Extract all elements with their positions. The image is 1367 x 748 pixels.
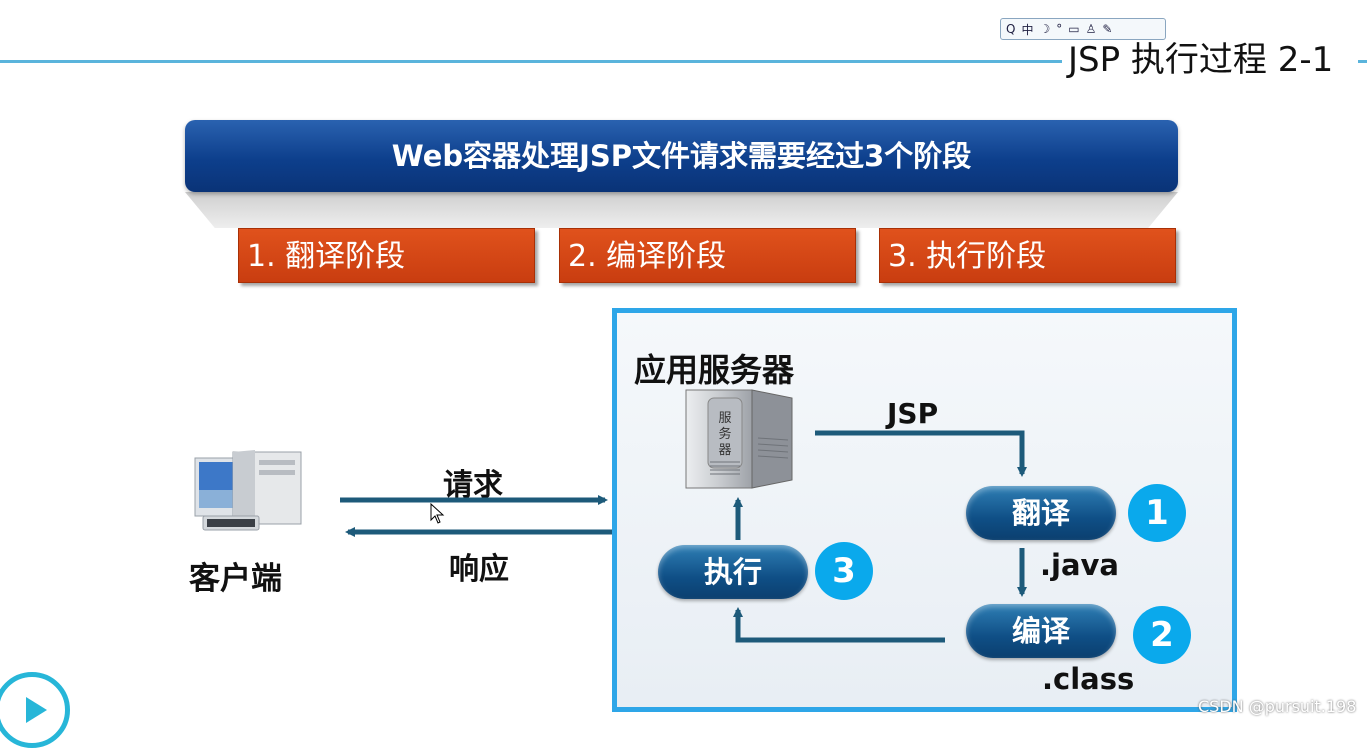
toolbar-item[interactable]: 中 bbox=[1021, 22, 1034, 37]
play-icon bbox=[26, 697, 47, 723]
phase-translate: 1. 翻译阶段 bbox=[238, 228, 535, 283]
client-label: 客户端 bbox=[189, 561, 282, 597]
toolbar-item[interactable]: ° bbox=[1056, 22, 1063, 36]
computer-icon bbox=[194, 450, 302, 531]
flow-arrows bbox=[340, 430, 1027, 643]
title-rule-end bbox=[1358, 60, 1367, 63]
ime-toolbar[interactable]: Q 中 ☽ ° ▭ ♙ ✎ bbox=[1000, 18, 1166, 40]
toolbar-item[interactable]: Q bbox=[1006, 22, 1016, 36]
server-icon: 服 务 器 bbox=[685, 389, 793, 489]
request-label: 请求 bbox=[443, 468, 503, 503]
class-label: .class bbox=[1042, 662, 1135, 696]
step-translate-pill: 翻译 bbox=[966, 486, 1116, 540]
class-arrow bbox=[733, 607, 945, 643]
step-1-badge: 1 bbox=[1128, 484, 1186, 542]
phase-compile: 2. 编译阶段 bbox=[559, 228, 856, 283]
step-execute-pill: 执行 bbox=[658, 545, 808, 599]
jsp-label: JSP bbox=[887, 397, 939, 430]
title-rule bbox=[0, 60, 1062, 63]
server-icon-char: 务 bbox=[718, 426, 731, 442]
toolbar-item[interactable]: ♙ bbox=[1085, 22, 1097, 36]
step-compile-pill: 编译 bbox=[966, 604, 1116, 658]
step-3-badge: 3 bbox=[815, 542, 873, 600]
server-icon-char: 服 bbox=[718, 411, 731, 426]
toolbar-item[interactable]: ☽ bbox=[1039, 22, 1051, 36]
toolbar-item[interactable]: ✎ bbox=[1102, 22, 1113, 36]
response-label: 响应 bbox=[449, 552, 509, 587]
banner bbox=[185, 120, 1178, 192]
page-title: JSP 执行过程 2-1 bbox=[1068, 40, 1334, 80]
watermark: CSDN @pursuit.198 bbox=[1198, 697, 1357, 716]
phase-execute: 3. 执行阶段 bbox=[879, 228, 1176, 283]
banner-shadow bbox=[185, 192, 1178, 228]
java-label: .java bbox=[1040, 548, 1119, 582]
server-title: 应用服务器 bbox=[634, 351, 795, 389]
jsp-arrow bbox=[815, 430, 1027, 477]
step-2-badge: 2 bbox=[1133, 606, 1191, 664]
banner-text: Web容器处理JSP文件请求需要经过3个阶段 bbox=[391, 139, 972, 173]
server-icon-char: 器 bbox=[718, 443, 731, 458]
play-button[interactable] bbox=[0, 672, 70, 748]
toolbar-item[interactable]: ▭ bbox=[1068, 22, 1080, 36]
mouse-cursor-icon bbox=[430, 503, 445, 524]
